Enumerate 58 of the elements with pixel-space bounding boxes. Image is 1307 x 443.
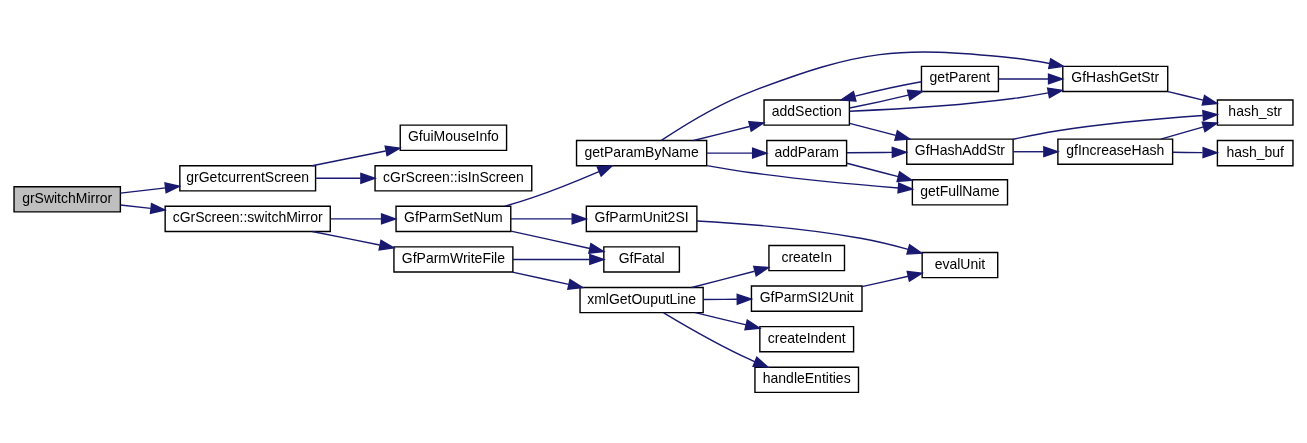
arrow [1167,90,1220,106]
arrow [706,146,769,159]
arrow [694,311,762,330]
arrow [311,144,402,166]
arrow [702,292,754,305]
node-box: cGrScreen::switchMirror [164,205,331,232]
arrow [315,171,377,184]
node-box: evalUnit [921,251,999,278]
node-box: getParamByName [575,139,708,166]
node-box: GfuiMouseInfo [399,123,508,151]
node-box: hash_buf [1216,139,1294,166]
node-box: GfHashAddStr [906,137,1014,165]
arrow [848,86,1065,112]
arrow [839,80,923,102]
node-box: GfParmSI2Unit [750,284,863,312]
arrow [510,230,606,254]
arrow [706,164,915,194]
arrow [660,50,1066,141]
arrow [510,212,589,225]
arrow [692,120,766,141]
node-box: addSection [763,98,851,126]
arrow [1012,145,1060,158]
node-box: createIndent [759,325,855,352]
arrow [848,89,925,109]
arrow [997,72,1065,85]
node-box: createIn [768,244,846,271]
node-box: GfParmUnit2SI [585,205,698,232]
arrow [861,270,925,287]
node-box: GfParmSetNum [395,205,512,232]
arrow [691,265,771,288]
node-box: GfFatal [603,245,681,273]
node-box: addParam [766,139,848,166]
arrow [696,219,924,255]
arrow [311,230,396,251]
node-box: grGetcurrentScreen [179,164,317,192]
arrow [119,201,168,214]
node-box: xmlGetOuputLine [579,286,704,313]
arrow [1172,146,1220,158]
arrow [846,162,914,182]
arrow [1160,120,1220,140]
node-box: getFullName [911,178,1009,206]
arrow [329,212,398,225]
arrow [512,253,606,265]
arrow [504,164,614,207]
arrow [846,145,909,158]
node-box: GfHashGetStr [1062,65,1169,92]
node-box: gfIncreaseHash [1057,137,1174,165]
node-box: getParent [920,65,1000,92]
node-box: GfParmWriteFile [393,245,514,273]
node-box: hash_str [1216,98,1294,126]
arrow [663,311,770,368]
arrow [1012,109,1220,140]
node-box: grSwitchMirror [13,185,122,213]
arrow [511,270,585,290]
arrow [119,181,182,194]
node-box: handleEntities [754,366,860,393]
arrow [848,122,912,141]
node-box: cGrScreen::isInScreen [374,164,533,192]
